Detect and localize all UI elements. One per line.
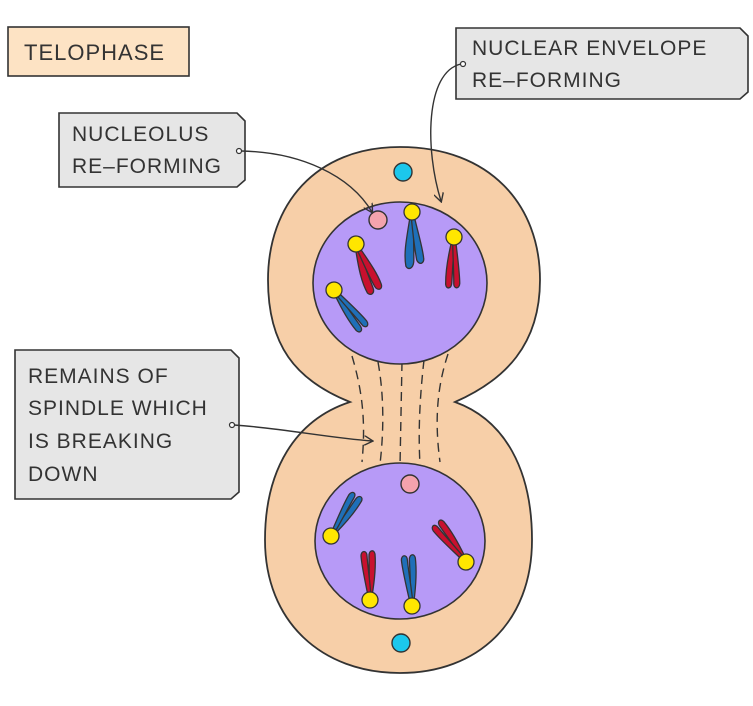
nucleolus-label-line-2: RE–FORMING [72, 155, 222, 178]
spindle-label-box: REMAINS OF SPINDLE WHICH IS BREAKING DOW… [14, 349, 240, 500]
bottom-centriole [391, 633, 411, 653]
spindle-label-line-4: DOWN [28, 463, 99, 486]
chromosome-top-2 [347, 235, 383, 295]
chromosome-bottom-1 [322, 491, 363, 545]
spindle-label-line-3: IS BREAKING [28, 430, 173, 453]
spindle-remains [351, 353, 449, 467]
top-nucleus [312, 201, 488, 365]
top-nucleolus [368, 210, 388, 230]
nucleolus-label-line-1: NUCLEOLUS [72, 123, 209, 146]
bottom-nucleolus [400, 474, 420, 494]
chromosome-bottom-4 [400, 554, 421, 615]
chromosome-top-1 [403, 203, 425, 270]
title-text: TELOPHASE [24, 40, 165, 65]
top-centriole [393, 162, 413, 182]
spindle-label-line-2: SPINDLE WHICH [28, 397, 208, 420]
nucleolus-label-box: NUCLEOLUS RE–FORMING [58, 112, 246, 188]
chromosome-top-3 [445, 228, 463, 289]
nuclear-envelope-label-line-1: NUCLEAR ENVELOPE [472, 37, 707, 60]
nuclear-envelope-label-box: NUCLEAR ENVELOPE RE–FORMING [455, 27, 749, 100]
chromosome-bottom-2 [431, 519, 475, 571]
spindle-arrow [233, 424, 372, 441]
nucleolus-arrow [240, 150, 372, 212]
spindle-label-line-1: REMAINS OF [28, 365, 169, 388]
bottom-nucleus [314, 462, 486, 620]
title-box: TELOPHASE [7, 26, 190, 77]
chromosome-top-4 [325, 281, 369, 333]
nuclear-envelope-label-line-2: RE–FORMING [472, 69, 622, 92]
nuclear-envelope-arrow [430, 63, 462, 201]
chromosome-bottom-3 [360, 550, 379, 609]
